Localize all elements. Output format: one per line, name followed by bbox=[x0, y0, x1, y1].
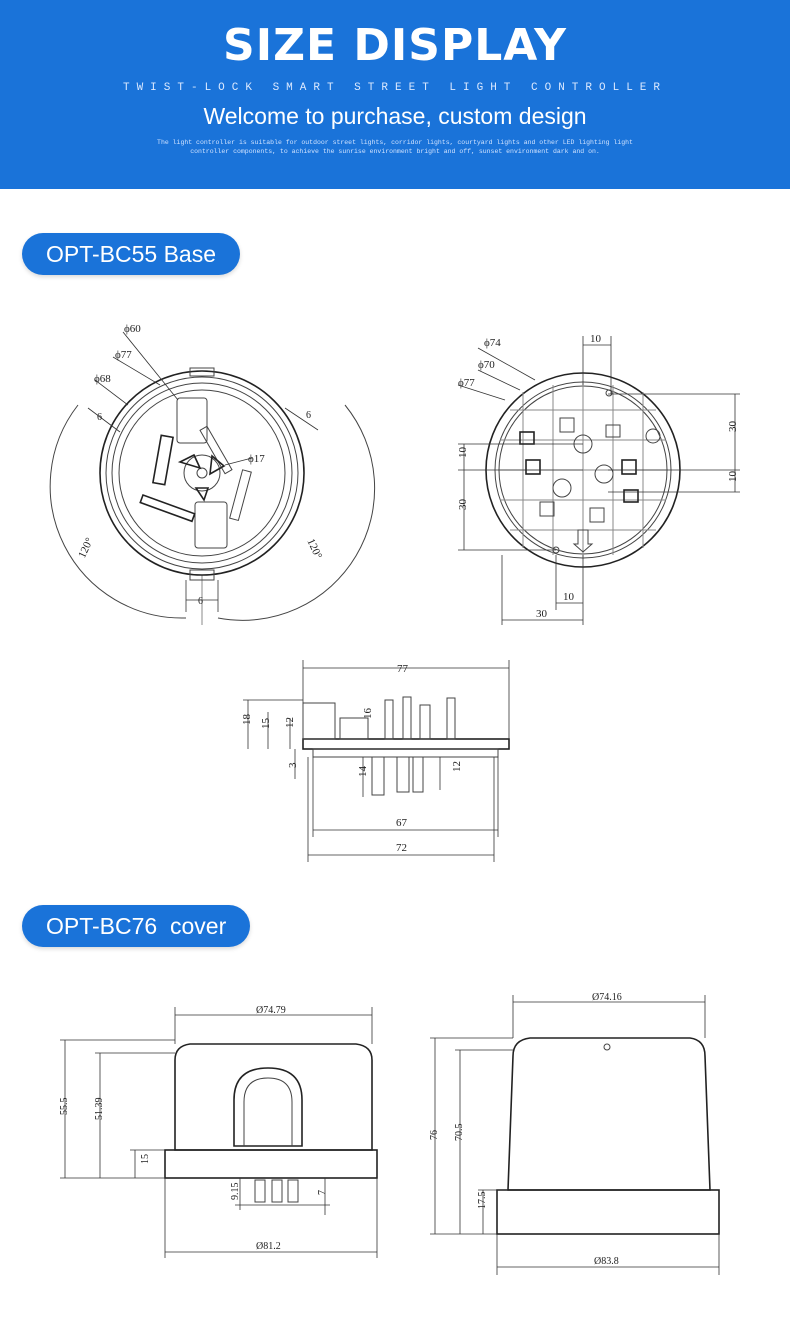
angle-left: 120° bbox=[76, 536, 96, 560]
cover-left-h55: 55.5 bbox=[59, 1098, 70, 1116]
welcome-text: Welcome to purchase, custom design bbox=[203, 103, 587, 129]
dim-6-right: 6 bbox=[306, 410, 311, 421]
angle-right: 120° bbox=[304, 537, 324, 561]
dim-side-77: 77 bbox=[397, 663, 409, 675]
dim-side-67: 67 bbox=[396, 817, 408, 829]
dim-bottom-30: 30 bbox=[536, 608, 548, 620]
dim-side-3: 3 bbox=[287, 762, 299, 768]
dim-side-12b: 12 bbox=[451, 761, 463, 772]
dim-right-30: 30 bbox=[727, 421, 739, 433]
dim-6-bottom: 6 bbox=[198, 596, 203, 607]
dim-side-12a: 12 bbox=[284, 717, 296, 728]
dim-side-15: 15 bbox=[260, 718, 272, 730]
dim-d77: ϕ77 bbox=[115, 349, 132, 361]
base-bottom-view: ϕ74 ϕ70 ϕ77 10 30 10 10 30 10 30 bbox=[457, 333, 740, 625]
cover-right-top-diameter: Ø74.16 bbox=[592, 992, 622, 1003]
dim-side-18: 18 bbox=[241, 714, 253, 726]
cover-left-h7: 7 bbox=[317, 1190, 328, 1195]
dim-d60: ϕ60 bbox=[124, 323, 141, 335]
page-subtitle: TWIST-LOCK SMART STREET LIGHT CONTROLLER bbox=[122, 82, 668, 94]
cover-left-bottom-diameter: Ø81.2 bbox=[256, 1241, 281, 1252]
dim-d74: ϕ74 bbox=[484, 337, 501, 349]
dim-d77-bottom: ϕ77 bbox=[458, 377, 475, 389]
cover-left-h15: 15 bbox=[140, 1154, 151, 1164]
cover-left-view: Ø74.79 55.5 51.39 15 9.15 7 Ø81.2 bbox=[59, 1005, 378, 1258]
dim-top-10: 10 bbox=[590, 333, 602, 345]
dim-left-30: 30 bbox=[457, 499, 469, 511]
cover-left-top-diameter: Ø74.79 bbox=[256, 1005, 286, 1016]
cover-left-h9: 9.15 bbox=[230, 1183, 241, 1201]
dim-side-14: 14 bbox=[357, 766, 369, 778]
base-side-view: 77 18 15 12 16 3 14 12 67 72 bbox=[241, 660, 510, 862]
dim-6-left: 6 bbox=[97, 412, 102, 423]
cover-right-h76: 76 bbox=[429, 1130, 440, 1140]
cover-right-h17: 17.5 bbox=[477, 1192, 488, 1210]
section-label-cover: OPT-BC76 cover bbox=[22, 905, 251, 947]
page-title: SIZE DISPLAY bbox=[223, 20, 567, 71]
dim-d70: ϕ70 bbox=[478, 359, 495, 371]
description-text: The light controller is suitable for out… bbox=[157, 139, 633, 155]
cover-right-h70: 70.5 bbox=[454, 1124, 465, 1142]
dim-d17: ϕ17 bbox=[248, 453, 265, 465]
cover-right-bottom-diameter: Ø83.8 bbox=[594, 1256, 619, 1267]
cover-left-h51: 51.39 bbox=[94, 1098, 105, 1121]
dim-side-72: 72 bbox=[396, 842, 407, 854]
dim-side-16: 16 bbox=[362, 708, 374, 720]
cover-right-view: Ø74.16 76 70.5 17.5 Ø83.8 bbox=[429, 992, 720, 1275]
dim-right-10: 10 bbox=[727, 471, 739, 483]
dim-left-10: 10 bbox=[457, 447, 469, 459]
header-banner: SIZE DISPLAY TWIST-LOCK SMART STREET LIG… bbox=[0, 0, 790, 189]
dim-d68: ϕ68 bbox=[94, 373, 111, 385]
dim-bottom-10: 10 bbox=[563, 591, 575, 603]
section-label-base: OPT-BC55 Base bbox=[22, 233, 241, 275]
base-top-view: ϕ60 ϕ77 ϕ68 ϕ17 6 6 6 120° 120° bbox=[49, 323, 376, 625]
